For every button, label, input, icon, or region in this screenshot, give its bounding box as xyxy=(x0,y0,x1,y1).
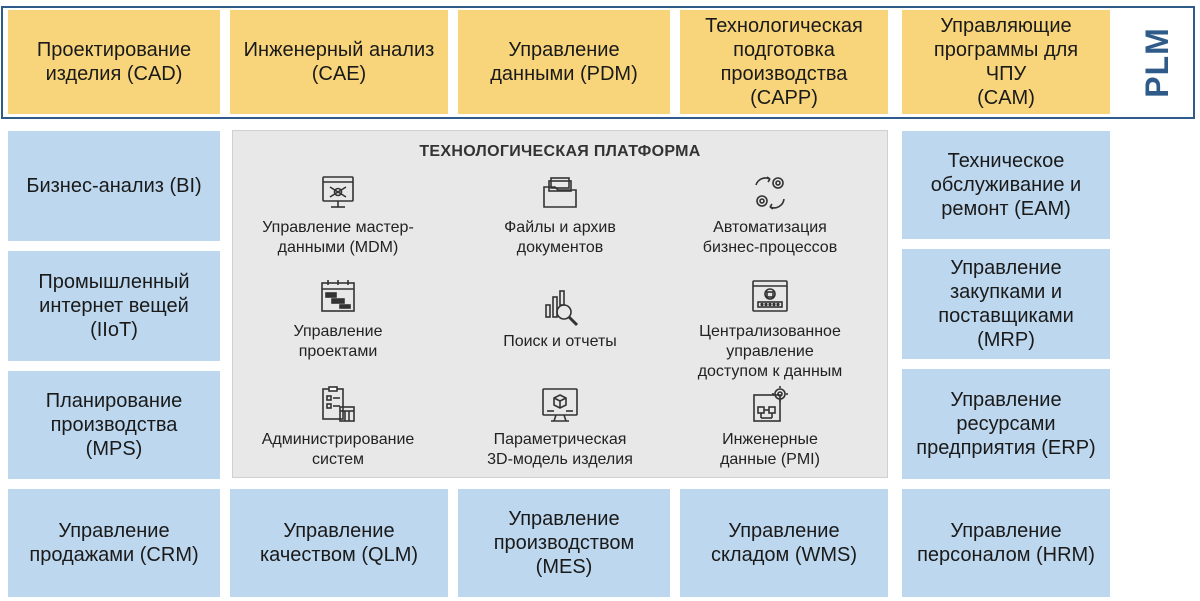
feature-label: Централизованное управление доступом к д… xyxy=(697,323,843,380)
feature-label: Управление проектами xyxy=(293,323,383,360)
feature-bpa: Автоматизация бизнес-процессов xyxy=(665,173,875,258)
cad-box: Проектирование изделия (CAD) xyxy=(8,10,220,114)
feature-access: Централизованное управление доступом к д… xyxy=(665,277,875,382)
bi-box: Бизнес-анализ (BI) xyxy=(8,131,220,241)
engineering-data-icon xyxy=(753,386,788,422)
mes-box: Управление производством (MES) xyxy=(458,489,670,597)
feature-label: Поиск и отчеты xyxy=(503,333,617,350)
plm-frame xyxy=(1,6,1195,119)
mrp-box: Управление закупками и поставщиками (MRP… xyxy=(902,249,1110,359)
feature-label: Управление мастер- данными (MDM) xyxy=(262,219,414,256)
feature-admin: Администрирование систем xyxy=(233,385,443,470)
technology-platform: ТЕХНОЛОГИЧЕСКАЯ ПЛАТФОРМА Управление мас… xyxy=(232,130,888,478)
cae-box: Инженерный анализ (CAE) xyxy=(230,10,448,114)
process-automation-icon xyxy=(755,176,785,210)
pdm-box: Управление данными (PDM) xyxy=(458,10,670,114)
feature-label: Автоматизация бизнес-процессов xyxy=(702,219,838,256)
feature-projects: Управление проектами xyxy=(233,277,443,362)
cam-box: Управляющие программы для ЧПУ (CAM) xyxy=(902,10,1110,114)
feature-label: Параметрическая 3D-модель изделия xyxy=(487,431,633,468)
master-data-icon xyxy=(322,176,354,208)
mps-box: Планирование производства (MPS) xyxy=(8,371,220,479)
project-gantt-icon xyxy=(321,280,355,312)
feature-pmi: Инженерные данные (PMI) xyxy=(665,385,875,470)
feature-files: Файлы и архив документов xyxy=(455,173,665,258)
hrm-box: Управление персоналом (HRM) xyxy=(902,489,1110,597)
erp-box: Управление ресурсами предприятия (ERP) xyxy=(902,369,1110,479)
search-chart-icon xyxy=(545,290,579,327)
feature-label: Файлы и архив документов xyxy=(504,219,616,256)
administration-icon xyxy=(322,386,355,422)
3d-model-icon xyxy=(542,388,578,422)
plm-label: PLM xyxy=(1138,26,1175,98)
platform-title: ТЕХНОЛОГИЧЕСКАЯ ПЛАТФОРМА xyxy=(419,143,701,160)
folder-archive-icon xyxy=(543,177,577,208)
iiot-box: Промышленный интернет вещей (IIoT) xyxy=(8,251,220,361)
eam-box: Техническое обслуживание и ремонт (EAM) xyxy=(902,131,1110,239)
feature-label: Инженерные данные (PMI) xyxy=(720,431,820,468)
feature-search: Поиск и отчеты xyxy=(455,287,665,352)
wms-box: Управление складом (WMS) xyxy=(680,489,888,597)
capp-box: Технологическая подготовка производства … xyxy=(680,10,888,114)
access-control-icon xyxy=(752,280,788,312)
feature-label: Администрирование систем xyxy=(261,431,415,468)
qlm-box: Управление качеством (QLM) xyxy=(230,489,448,597)
crm-box: Управление продажами (CRM) xyxy=(8,489,220,597)
feature-3d: Параметрическая 3D-модель изделия xyxy=(455,385,665,470)
feature-mdm: Управление мастер- данными (MDM) xyxy=(233,173,443,258)
